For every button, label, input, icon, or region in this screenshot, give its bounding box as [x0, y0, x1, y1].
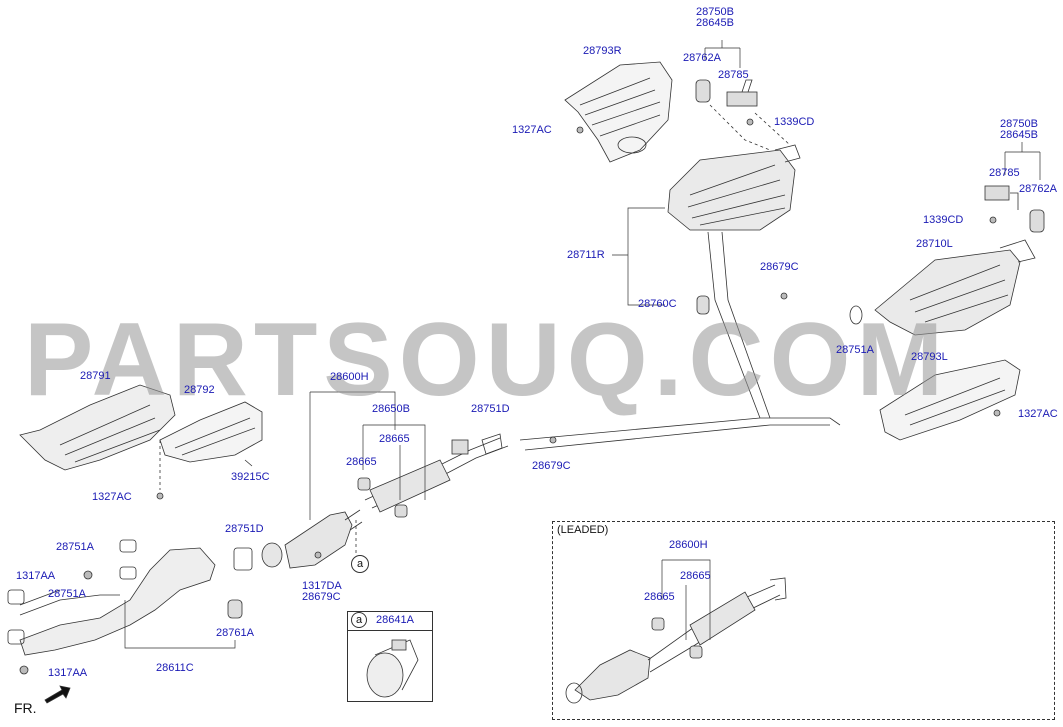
- label-28679c-bottom[interactable]: 28679C: [302, 591, 341, 603]
- label-28793r[interactable]: 28793R: [583, 45, 622, 57]
- label-1327ac-top[interactable]: 1327AC: [512, 124, 552, 136]
- label-28600h-leaded[interactable]: 28600H: [669, 539, 708, 551]
- label-28751a-2[interactable]: 28751A: [48, 588, 86, 600]
- label-28750b-top[interactable]: 28750B: [696, 6, 734, 18]
- front-direction-label: FR.: [14, 700, 37, 716]
- label-1327ac-right[interactable]: 1327AC: [1018, 408, 1058, 420]
- callout-a-main: a: [351, 555, 369, 573]
- label-28785-right[interactable]: 28785: [989, 167, 1020, 179]
- label-28665-leaded-b[interactable]: 28665: [680, 570, 711, 582]
- hanger-28665-a[interactable]: [357, 477, 371, 491]
- label-28650b[interactable]: 28650B: [372, 403, 410, 415]
- label-1317da[interactable]: 1317DA: [302, 580, 342, 592]
- label-28645b-right[interactable]: 28645B: [1000, 129, 1038, 141]
- label-28679c-lower[interactable]: 28679C: [532, 460, 571, 472]
- heat-shield-28792[interactable]: [159, 401, 263, 463]
- label-1317aa-1[interactable]: 1317AA: [16, 570, 56, 582]
- label-28665-a[interactable]: 28665: [346, 456, 377, 468]
- label-28641a[interactable]: 28641A: [376, 614, 414, 626]
- label-1339cd-right[interactable]: 1339CD: [923, 214, 964, 226]
- label-28791[interactable]: 28791: [80, 370, 111, 382]
- catalytic-converter-28600h[interactable]: [261, 509, 363, 569]
- label-28679c-mid[interactable]: 28679C: [760, 261, 799, 273]
- label-28711r[interactable]: 28711R: [567, 249, 605, 261]
- heat-shield-28791[interactable]: [19, 384, 176, 471]
- hanger-rubber-28760c[interactable]: [696, 295, 710, 315]
- callout-a-box: a: [351, 612, 367, 628]
- label-28710l[interactable]: 28710L: [916, 238, 953, 250]
- leaded-variant-box: [552, 521, 1055, 720]
- clamp-detail-header: [347, 611, 433, 631]
- label-28751a-1[interactable]: 28751A: [56, 541, 94, 553]
- label-28751d-lower[interactable]: 28751D: [225, 523, 264, 535]
- label-28762a-top[interactable]: 28762A: [683, 52, 721, 64]
- gasket-28751a-2[interactable]: [119, 566, 137, 580]
- label-28600h[interactable]: 28600H: [330, 371, 369, 383]
- rear-muffler-28710l[interactable]: [874, 239, 1036, 336]
- gasket-28751d-lower[interactable]: [233, 547, 253, 571]
- label-28611c[interactable]: 28611C: [156, 662, 194, 674]
- label-28761a[interactable]: 28761A: [216, 627, 254, 639]
- hanger-bracket-top[interactable]: [695, 79, 758, 107]
- hanger-28665-b[interactable]: [394, 504, 408, 518]
- label-28785-top[interactable]: 28785: [718, 69, 749, 81]
- gasket-28751a-1[interactable]: [119, 539, 137, 553]
- leaded-box-title: (LEADED): [557, 524, 609, 536]
- heat-shield-28793r[interactable]: [564, 61, 673, 163]
- center-pipe-28650b[interactable]: [364, 437, 509, 513]
- label-28762a-right[interactable]: 28762A: [1019, 183, 1057, 195]
- label-28793l[interactable]: 28793L: [911, 351, 948, 363]
- label-28750b-right[interactable]: 28750B: [1000, 118, 1038, 130]
- y-pipe[interactable]: [519, 231, 841, 451]
- label-28665-b[interactable]: 28665: [379, 433, 410, 445]
- rear-muffler-28711r[interactable]: [667, 144, 801, 231]
- hanger-bracket-right[interactable]: [984, 185, 1045, 233]
- label-1327ac-left[interactable]: 1327AC: [92, 491, 132, 503]
- label-28751a-right[interactable]: 28751A: [836, 344, 874, 356]
- label-28665-leaded-a[interactable]: 28665: [644, 591, 675, 603]
- label-39215c[interactable]: 39215C: [231, 471, 270, 483]
- front-pipe-28611c[interactable]: [7, 547, 216, 656]
- label-28751d-upper[interactable]: 28751D: [471, 403, 510, 415]
- heat-shield-28793l[interactable]: [879, 359, 1021, 441]
- leaded-catalytic-converter[interactable]: [565, 577, 787, 704]
- gasket-28751d-upper[interactable]: [481, 433, 503, 455]
- label-1317aa-2[interactable]: 1317AA: [48, 667, 88, 679]
- gasket-28751a-right[interactable]: [849, 305, 863, 325]
- hanger-28761a[interactable]: [227, 599, 243, 619]
- clamp-28641a[interactable]: [366, 639, 419, 698]
- label-28760c[interactable]: 28760C: [638, 298, 677, 310]
- front-arrow-icon: [44, 685, 71, 704]
- label-1339cd-top[interactable]: 1339CD: [774, 116, 815, 128]
- label-28645b-top[interactable]: 28645B: [696, 17, 734, 29]
- label-28792[interactable]: 28792: [184, 384, 215, 396]
